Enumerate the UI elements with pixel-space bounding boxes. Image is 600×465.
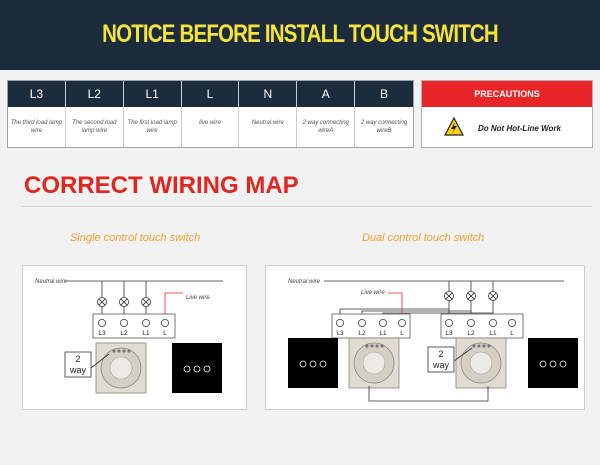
section-title: CORRECT WIRING MAP: [24, 172, 299, 199]
two-way-connecting-wire: [368, 386, 489, 402]
touch-button-icon: [203, 365, 211, 373]
precautions-warning: Do Not Hot-Line Work: [478, 124, 561, 133]
terminal-legend-table: L3 The third load lamp wire L2 The secon…: [7, 80, 414, 148]
terminal-label: L2: [467, 330, 475, 337]
neutral-wire-label: Neutral wire: [35, 279, 68, 285]
single-wiring-diagram: Neutral wire Live wire L3 L2 L1 L: [22, 265, 247, 410]
touch-button-icon: [309, 360, 317, 368]
lamp-icon: [141, 297, 151, 307]
terminal-label: L2: [358, 330, 366, 337]
terminal-col-a: A 2 way connecting wireA: [297, 81, 356, 147]
terminal-col-l2: L2 The second load lamp wire: [65, 81, 124, 147]
dual-diagram-svg: Neutral wire Live wire L3 L2: [288, 279, 578, 402]
terminal-label: L: [163, 330, 167, 337]
terminal-block: [331, 313, 411, 339]
touch-button-icon: [319, 360, 327, 368]
two-way-number: 2: [438, 349, 443, 359]
terminal-label: L: [400, 330, 404, 337]
touch-button-icon: [559, 360, 567, 368]
dual-subtitle: Dual control touch switch: [362, 232, 485, 244]
terminal-label: L1: [142, 330, 150, 337]
terminal-code: L: [181, 81, 239, 107]
terminal-col-l1: L1 The first load lamp wire: [123, 81, 182, 147]
two-way-label-box: [64, 351, 92, 378]
terminal-col-l: L live wire: [181, 81, 240, 147]
terminal-label: L: [510, 330, 514, 337]
terminal-desc: live wire: [199, 120, 221, 126]
lamp-icon: [97, 297, 107, 307]
terminal-col-n: N Neutral wire: [239, 81, 298, 147]
terminal-label: L3: [445, 330, 453, 337]
switch-front-panel: [172, 343, 222, 393]
lamp-icon: [466, 291, 476, 301]
precautions-heading: PRECAUTIONS: [422, 81, 592, 107]
terminal-desc: Neutral wire: [251, 120, 284, 126]
touch-button-icon: [549, 360, 557, 368]
terminal-code: A: [297, 81, 355, 107]
terminal-desc: The first load lamp wire: [127, 120, 177, 134]
terminal-col-b: B 2 way connecting wireB: [355, 81, 413, 147]
touch-button-icon: [183, 365, 191, 373]
banner-title: NOTICE BEFORE INSTALL TOUCH SWITCH: [102, 20, 499, 48]
terminal-label: L2: [120, 330, 128, 337]
lamp-icon: [119, 297, 129, 307]
terminal-code: N: [239, 81, 297, 107]
single-subtitle: Single control touch switch: [70, 232, 201, 244]
neutral-wire-label: Neutral wire: [288, 279, 321, 285]
terminal-desc: The second load lamp wire: [72, 120, 117, 134]
terminal-col-l3: L3 The third load lamp wire: [8, 81, 66, 147]
terminal-code: L2: [65, 81, 123, 107]
terminal-label: L3: [98, 330, 106, 337]
single-diagram-svg: Neutral wire Live wire L3 L2 L1 L: [35, 279, 223, 394]
two-way-number: 2: [75, 354, 80, 364]
touch-button-icon: [299, 360, 307, 368]
terminal-code: L1: [123, 81, 181, 107]
terminal-code: L3: [8, 81, 65, 107]
terminal-label: L1: [489, 330, 497, 337]
live-wire-label: Live wire: [186, 295, 210, 301]
terminal-label: L1: [379, 330, 387, 337]
terminal-block: [440, 313, 524, 339]
switch-front-panel: [528, 338, 578, 388]
touch-button-icon: [539, 360, 547, 368]
terminal-code: B: [355, 81, 413, 107]
terminal-desc: The third load lamp wire: [10, 120, 63, 134]
warning-icon: [444, 117, 464, 136]
terminal-desc: 2 way connecting wireA: [302, 120, 349, 134]
two-way-label-box: [427, 346, 455, 373]
lamp-icon: [488, 291, 498, 301]
precautions-box: PRECAUTIONS Do Not Hot-Line Work: [421, 80, 593, 148]
top-banner: NOTICE BEFORE INSTALL TOUCH SWITCH: [0, 0, 600, 70]
lamp-icon: [444, 291, 454, 301]
terminal-desc: 2 way connecting wireB: [360, 120, 408, 134]
terminal-label: L3: [336, 330, 344, 337]
section-divider: [22, 206, 592, 207]
touch-button-icon: [193, 365, 201, 373]
switch-front-panel: [288, 338, 338, 388]
two-way-text: way: [69, 365, 87, 375]
live-wire-label: Live wire: [361, 290, 385, 296]
two-way-text: way: [432, 360, 450, 370]
dual-wiring-diagram: Neutral wire Live wire L3 L2: [265, 265, 585, 410]
terminal-block: [92, 313, 176, 339]
